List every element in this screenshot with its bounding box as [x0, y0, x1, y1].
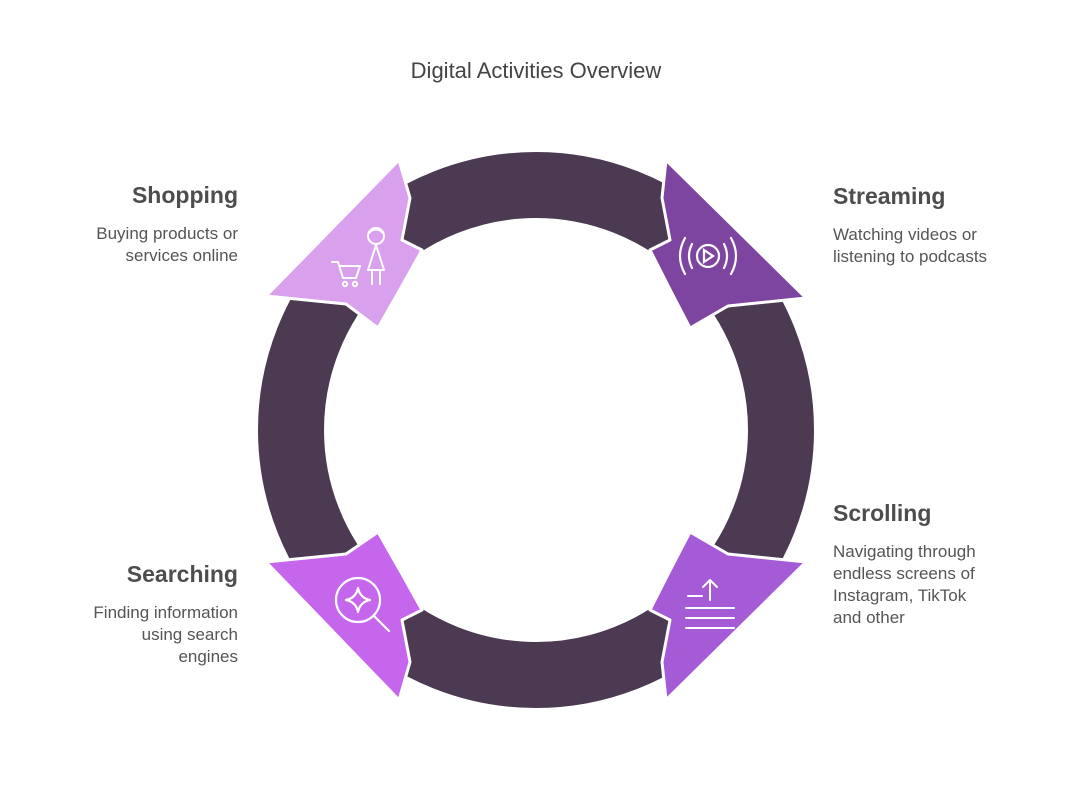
scrolling-arrow [648, 530, 808, 702]
streaming-title: Streaming [833, 183, 946, 209]
searching-title: Searching [126, 561, 238, 587]
shopping-title: Shopping [131, 182, 238, 208]
cycle-ring [258, 152, 814, 708]
searching-label: Searching Finding information using sear… [0, 561, 238, 668]
scroll-up-lines-icon [685, 579, 735, 629]
scrolling-description: Navigating through endless screens of In… [833, 542, 976, 627]
streaming-arrow [648, 158, 808, 330]
shopping-description: Buying products or services online [96, 224, 238, 265]
scrolling-label: Scrolling Navigating through endless scr… [833, 500, 1072, 629]
streaming-label: Streaming Watching videos or listening t… [833, 183, 1072, 268]
diagram-title: Digital Activities Overview [410, 58, 662, 83]
shopping-arrow [264, 158, 424, 330]
shopping-cart-person-icon [331, 227, 385, 288]
magnifier-sparkle-icon [334, 576, 391, 633]
searching-description: Finding information using search engines [93, 603, 238, 666]
streaming-description: Watching videos or listening to podcasts [833, 225, 988, 266]
play-broadcast-icon [678, 236, 738, 276]
shopping-label: Shopping Buying products or services onl… [0, 182, 238, 267]
scrolling-title: Scrolling [833, 500, 932, 526]
